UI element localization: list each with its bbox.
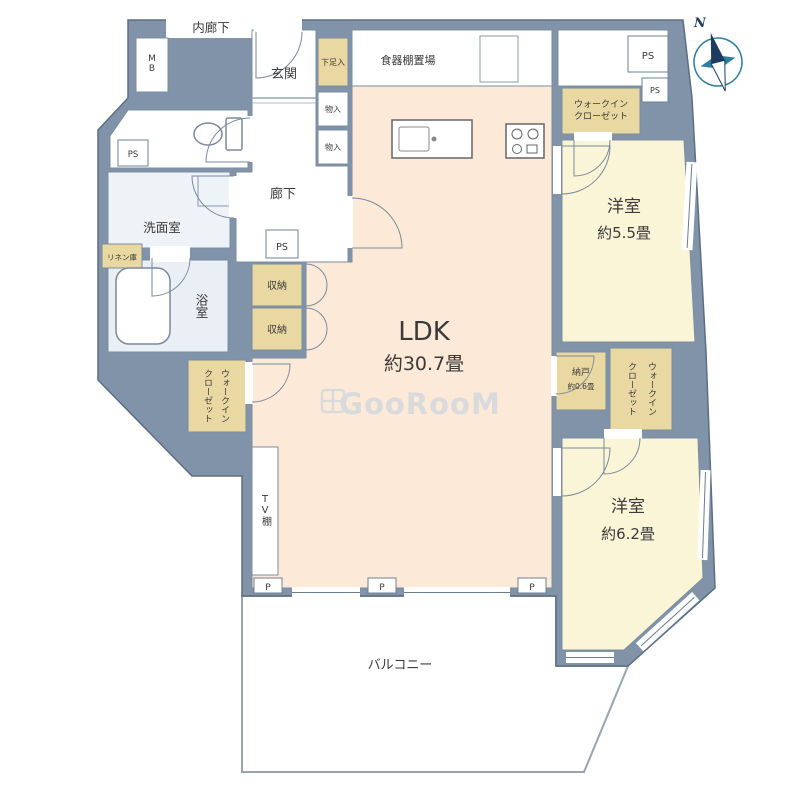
room-cabinet-2 xyxy=(317,129,349,165)
wic-left-door-arc xyxy=(251,363,291,403)
room-nando xyxy=(555,351,607,411)
bathroom-label: 浴室 xyxy=(194,294,209,319)
ldk-name-label: LDK xyxy=(398,317,451,347)
room-washroom xyxy=(107,171,231,249)
wic-top-line2-label: クローゼット xyxy=(574,110,628,122)
washroom-label: 洗面室 xyxy=(143,220,181,235)
nando-size-label: 約0.6畳 xyxy=(568,381,595,391)
cabinet-2-label: 物入 xyxy=(325,142,341,152)
room-shoe-cabinet xyxy=(317,37,349,87)
linen-label: リネン庫 xyxy=(107,252,137,262)
ps-toilet-label: PS xyxy=(128,150,139,160)
bath-door-arc xyxy=(151,257,191,297)
mb-label: MB xyxy=(147,54,157,74)
toilet-door-arc xyxy=(205,117,251,163)
closet1-fold-arc-a xyxy=(305,263,328,286)
closet1-fold-arc-b xyxy=(305,284,328,307)
watermark-grid-icon xyxy=(320,388,346,414)
ps-top-2-label: PS xyxy=(650,86,660,95)
bedroom55-door-arc xyxy=(561,145,611,195)
pillar-markers xyxy=(253,577,547,594)
door-gaps xyxy=(150,16,642,496)
door-arcs xyxy=(151,31,641,497)
room-wic-top xyxy=(561,87,641,135)
ps-box-top-2 xyxy=(641,77,669,103)
nando-door-arc xyxy=(555,355,595,395)
bedroom55-name-label: 洋室 xyxy=(607,197,641,217)
kitchen-counter-icon xyxy=(391,119,473,159)
room-closet-2 xyxy=(251,307,303,351)
bedroom62-name-label: 洋室 xyxy=(611,497,645,517)
closet-2-label: 収納 xyxy=(267,323,287,336)
corridor-label: 内廊下 xyxy=(192,20,230,35)
bedroom62-size-label: 約6.2畳 xyxy=(601,525,655,543)
watermark-text: GooRooM xyxy=(339,387,501,421)
cabinet-1-label: 物入 xyxy=(325,104,341,114)
entrance-label: 玄関 xyxy=(271,67,297,82)
closet-1-label: 収納 xyxy=(267,279,287,292)
corridor-niche xyxy=(166,14,256,38)
washroom-door-arc xyxy=(191,175,235,219)
wic-top-line1-label: ウォークイン xyxy=(574,99,628,110)
room-wic-left xyxy=(187,359,247,433)
hall-ldk-door-arc xyxy=(351,197,403,249)
room-bedroom-55 xyxy=(561,139,696,343)
dish-cabinet-label: 食器棚置場 xyxy=(381,53,436,67)
bathtub-icon xyxy=(115,267,171,345)
pillar-3-label: P xyxy=(529,583,535,593)
ps-box-top-1 xyxy=(627,35,669,73)
compass-north-label: N xyxy=(693,16,707,31)
wic-right-line1-label: ウォークイン xyxy=(646,362,657,416)
room-mb xyxy=(135,37,169,93)
ldk-size-label: 約30.7畳 xyxy=(384,353,464,375)
balcony-label: バルコニー xyxy=(368,658,433,673)
entrance-step-lines xyxy=(252,97,316,104)
room-entrance-hall xyxy=(235,29,349,263)
nando-name-label: 納戸 xyxy=(572,366,590,378)
compass-icon: N xyxy=(693,16,743,92)
pillar-2-label: P xyxy=(379,583,385,593)
windows xyxy=(292,161,711,663)
bedroom62-door-arc xyxy=(561,447,611,497)
stove-icon xyxy=(505,123,545,159)
closet2-fold-arc-b xyxy=(305,328,328,351)
wic-left-line2-label: クローゼット xyxy=(202,369,213,423)
wic-left-line1-label: ウォークイン xyxy=(219,369,230,423)
front-door-arc xyxy=(255,31,303,79)
room-dish-cabinet-area xyxy=(351,29,553,87)
room-linen xyxy=(101,243,143,269)
room-bedroom-62 xyxy=(561,437,704,651)
tv-shelf-label: TV棚 xyxy=(260,494,272,527)
ps-top-1-label: PS xyxy=(642,51,654,62)
pillar-1-label: P xyxy=(265,583,271,593)
toilet-icon xyxy=(193,117,243,151)
ps-hall-label: PS xyxy=(276,242,288,253)
room-cabinet-1 xyxy=(317,91,349,127)
wic-right-door-arc xyxy=(603,437,641,475)
wic-right-line2-label: クローゼット xyxy=(626,362,637,416)
wic-top-door-arc xyxy=(573,139,611,177)
ps-box-toilet xyxy=(117,139,149,167)
room-closet-1 xyxy=(251,263,303,307)
room-wic-right xyxy=(609,347,673,431)
dish-cabinet-hatch xyxy=(479,35,519,83)
hallway-label: 廊下 xyxy=(270,186,296,202)
shoe-cabinet-label: 下足入 xyxy=(321,58,345,67)
ps-box-hall xyxy=(265,229,299,259)
closet2-fold-arc-a xyxy=(305,307,328,330)
watermark: GooRooM xyxy=(320,387,501,421)
tv-shelf-box xyxy=(251,446,279,576)
bedroom55-size-label: 約5.5畳 xyxy=(597,224,651,242)
